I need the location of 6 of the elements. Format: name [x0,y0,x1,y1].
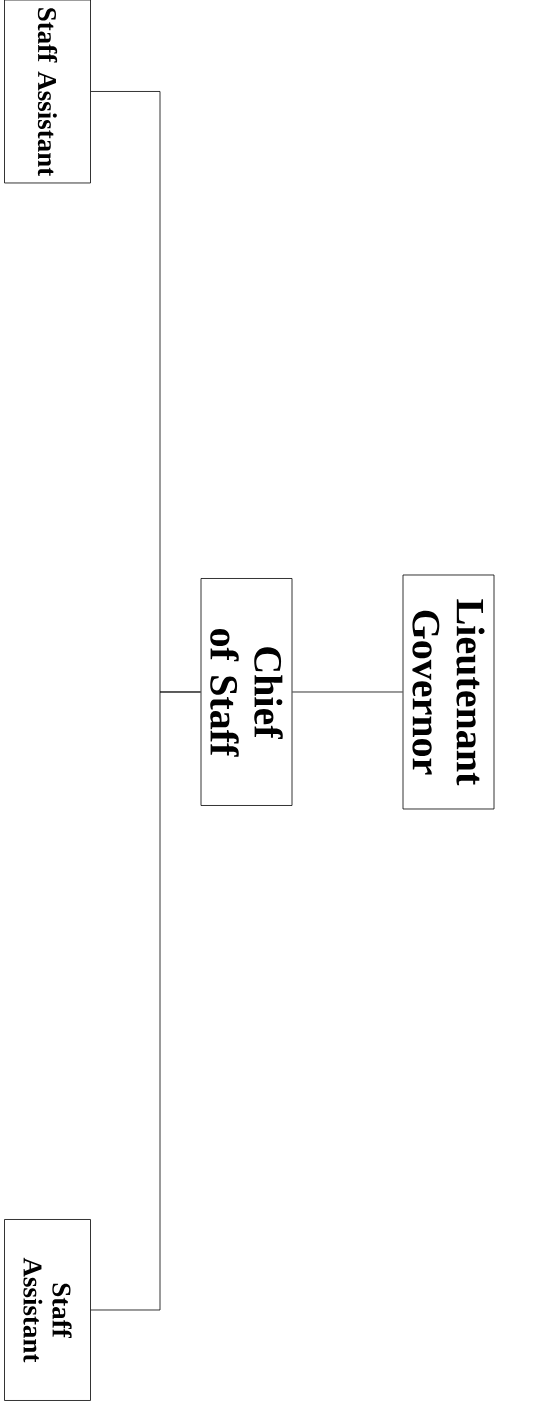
org-box: Chief of Staff [200,578,293,806]
org-box: Lieutenant Governor [402,574,495,810]
org-box: Staff Assistant [4,1219,91,1401]
connector-line [90,691,201,1311]
org-box: Staff Assistant [4,0,91,184]
connector-line [292,691,403,693]
